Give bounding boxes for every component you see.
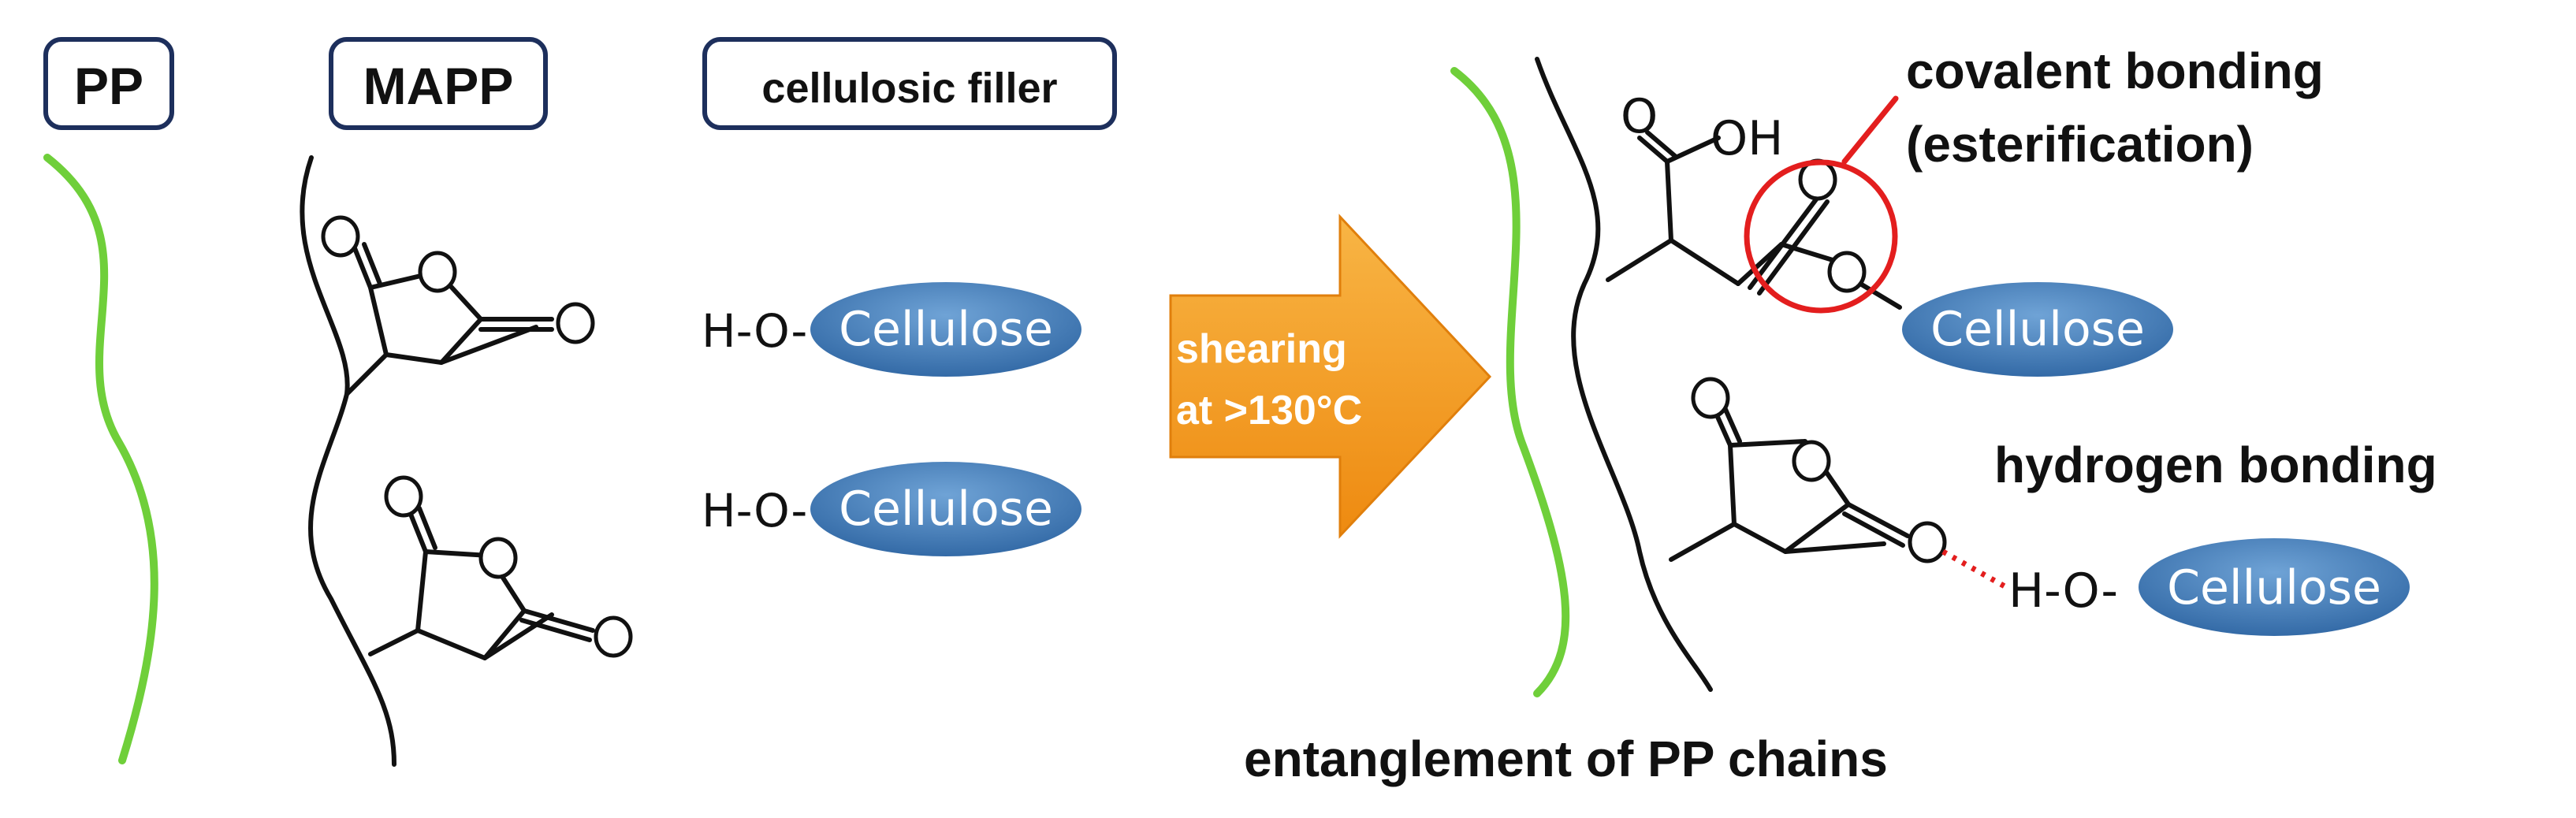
hydroxyl-label-1: H-O- [702,304,807,358]
acid-O: O [1621,89,1658,144]
hydrogen-bond-line [1941,548,2008,590]
mapp-backbone [300,155,396,767]
cellulose-top-label: Cellulose [1930,302,2145,357]
legend-filler: cellulosic filler [702,37,1117,130]
filler-cellulose-2: H-O- Cellulose [702,462,1081,556]
covalent-bonding-label: covalent bonding [1906,43,2324,99]
hydroxyl-bottom: H-O- [2008,563,2118,619]
arrow-line1: shearing [1176,326,1347,372]
entanglement-label: entanglement of PP chains [1244,731,1888,787]
cellulose-bottom: H-O- Cellulose [2008,538,2410,636]
pp-chain-entangled [1450,67,1570,697]
mapp-backbone-right [1535,57,1713,692]
right-oxygens: O OH [1621,89,1947,563]
mapp-molecule [300,155,595,767]
legend-pp: PP [43,37,174,130]
hydrogen-bonding-label: hydrogen bonding [1994,437,2437,493]
filler-cellulose-1: H-O- Cellulose [702,282,1081,377]
process-arrow: shearing at >130°C [1169,214,1492,539]
acid-OH: OH [1711,111,1783,166]
pp-chain [43,154,158,764]
cellulose-label-2: Cellulose [839,482,1053,537]
cellulose-label-1: Cellulose [839,302,1053,357]
covalent-highlight [1744,95,1899,314]
arrow-line2: at >130°C [1176,388,1362,433]
cellulose-top: Cellulose [1902,282,2173,377]
mapp-ring-oxygens [321,215,633,658]
legend-mapp: MAPP [329,37,548,130]
legend-pp-label: PP [74,57,143,115]
cellulose-bottom-label: Cellulose [2167,560,2381,615]
esterification-label: (esterification) [1906,116,2254,173]
hydroxyl-label-2: H-O- [702,484,807,537]
legend-filler-label: cellulosic filler [761,65,1057,112]
legend-mapp-label: MAPP [363,57,514,115]
